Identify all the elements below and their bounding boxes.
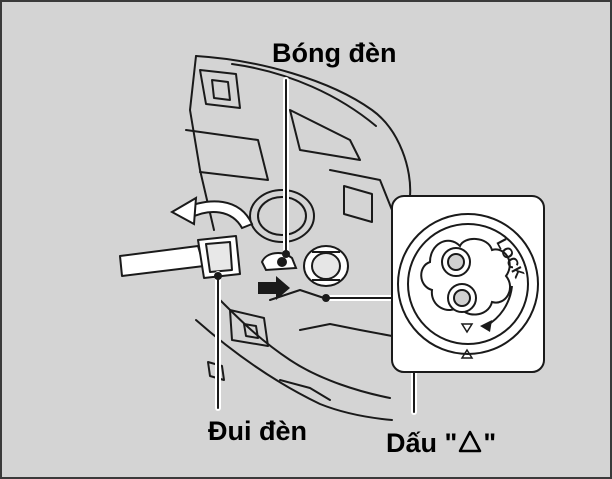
arrow-right-icon xyxy=(258,276,290,300)
power-cable xyxy=(119,235,241,279)
bulb xyxy=(260,252,298,272)
housing-outline xyxy=(185,55,412,421)
bulb-socket xyxy=(303,245,349,287)
triangle-mark-icon xyxy=(460,348,474,359)
socket-label: Đui đèn xyxy=(208,416,307,446)
mark-label-prefix: Dấu " xyxy=(386,428,458,458)
triangle-mark-down-icon xyxy=(460,323,474,334)
bulb-opening xyxy=(249,189,315,243)
triangle-mark-icon xyxy=(459,430,482,453)
mark-label-suffix: " xyxy=(483,428,497,458)
mark-label: Dấu " " xyxy=(386,428,496,457)
lock-arrow-head xyxy=(480,320,492,332)
inset-detail: LOCK xyxy=(391,195,545,373)
leader-lines xyxy=(215,77,417,415)
bulb-label: Bóng đèn xyxy=(272,38,397,68)
socket-keyhole xyxy=(420,238,511,316)
curved-arrow-left-icon xyxy=(169,196,254,230)
